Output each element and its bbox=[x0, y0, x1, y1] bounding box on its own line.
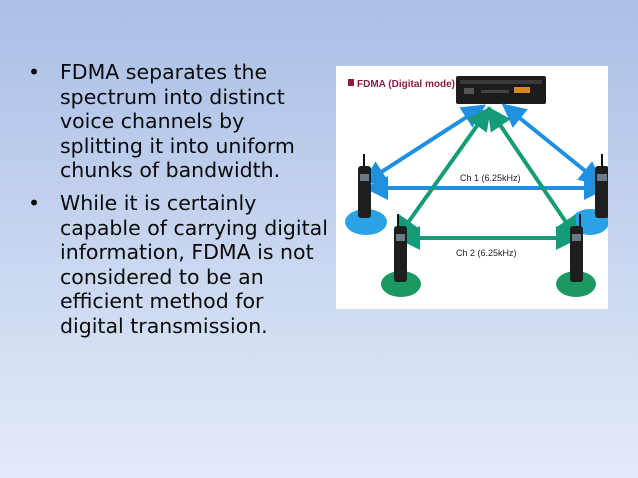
radio-base-green-right bbox=[556, 271, 596, 297]
fdma-diagram: FDMA (Digital mode) Ch 1 (6.25kHz) Ch 2 … bbox=[336, 66, 608, 309]
ch1-right-arrow bbox=[501, 103, 604, 186]
ch1-left-arrow bbox=[361, 104, 487, 185]
radio-base-green-left bbox=[381, 271, 421, 297]
radio-base-blue-left bbox=[345, 209, 387, 235]
ch2-left-arrow bbox=[395, 106, 491, 241]
handheld-radio-icon bbox=[570, 214, 583, 282]
repeater-icon bbox=[456, 76, 546, 104]
diagram-title: FDMA (Digital mode) bbox=[357, 79, 455, 90]
bullet-list: • FDMA separates the spectrum into disti… bbox=[28, 60, 328, 347]
handheld-radio-icon bbox=[358, 154, 371, 218]
bullet-item: • FDMA separates the spectrum into disti… bbox=[28, 60, 328, 183]
bullet-text: While it is certainly capable of carryin… bbox=[60, 190, 328, 338]
handheld-radio-icon bbox=[595, 154, 608, 218]
ch1-label: Ch 1 (6.25kHz) bbox=[460, 173, 521, 183]
ch2-label: Ch 2 (6.25kHz) bbox=[456, 248, 517, 258]
bullet-marker: • bbox=[28, 60, 41, 84]
bullet-text: FDMA separates the spectrum into distinc… bbox=[60, 60, 295, 183]
title-marker-icon bbox=[348, 79, 354, 86]
fdma-diagram-svg: FDMA (Digital mode) Ch 1 (6.25kHz) Ch 2 … bbox=[345, 76, 608, 297]
handheld-radio-icon bbox=[394, 214, 407, 282]
bullet-item: • While it is certainly capable of carry… bbox=[28, 191, 328, 339]
ch2-right-arrow bbox=[487, 106, 579, 241]
bullet-marker: • bbox=[28, 190, 41, 215]
